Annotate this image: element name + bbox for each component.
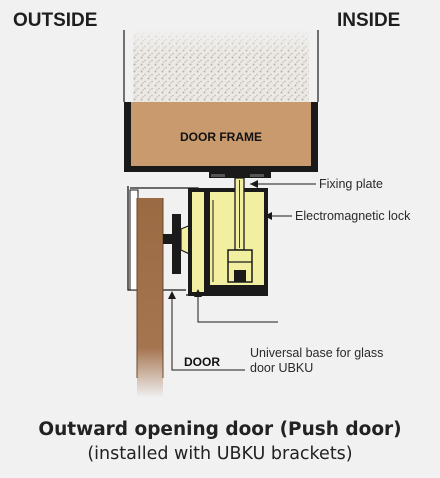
fixing-plate <box>209 172 271 178</box>
lock-callout: Electromagnetic lock <box>264 209 411 223</box>
fixing-plate-callout: Fixing plate <box>250 177 383 191</box>
caption-subtitle: (installed with UBKU brackets) <box>87 444 353 464</box>
electromagnetic-lock <box>188 177 268 296</box>
door-frame-label: DOOR FRAME <box>180 130 262 144</box>
ubku-label-line1: Universal base for glass <box>250 346 383 360</box>
door-lock-diagram: Fixing plate Electromagnetic lock Univer… <box>13 10 411 398</box>
fixing-plate-label: Fixing plate <box>319 177 383 191</box>
caption-title: Outward opening door (Push door) <box>38 419 402 440</box>
door-label: DOOR <box>184 355 220 369</box>
ubku-label-line2: door UBKU <box>250 361 313 375</box>
door-leaf <box>136 198 164 398</box>
caption: Outward opening door (Push door) (instal… <box>0 418 440 466</box>
door-frame <box>123 30 319 172</box>
lock-label: Electromagnetic lock <box>295 209 411 223</box>
inside-label: INSIDE <box>337 10 400 31</box>
ubku-callout: Universal base for glass door UBKU <box>168 289 383 375</box>
outside-label: OUTSIDE <box>13 10 97 31</box>
wall-section <box>133 28 309 105</box>
